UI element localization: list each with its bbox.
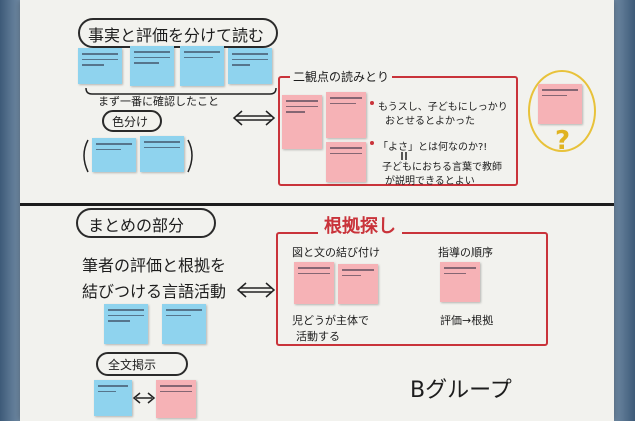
bottom-box-title: 根拠探し <box>318 212 402 238</box>
note-child-led-line1: 児どうが主体で <box>292 314 369 327</box>
sticky-note <box>326 92 366 138</box>
section-divider <box>20 203 614 206</box>
sub-heading-order: 指導の順序 <box>438 246 493 259</box>
yellow-highlight-circle <box>528 70 596 152</box>
sub-heading-figure-text: 図と文の結び付け <box>292 246 380 259</box>
sticky-note <box>78 48 122 84</box>
sticky-note <box>338 264 378 304</box>
note-child-led-line2: 活動する <box>296 330 340 343</box>
bottom-red-box <box>276 232 548 346</box>
top-title: 事実と評価を分けて読む <box>88 26 265 45</box>
sticky-note <box>538 84 582 124</box>
note-eval-to-evidence: 評価→根拠 <box>440 314 494 327</box>
sticky-note <box>180 46 224 86</box>
check-note: まず一番に確認したこと <box>98 95 219 108</box>
sticky-note <box>92 138 136 172</box>
sticky-note <box>326 142 366 182</box>
top-title-cloud <box>78 18 278 48</box>
bottom-title: まとめの部分 <box>88 216 185 235</box>
activity-line2: 結びつける言語活動 <box>82 282 227 301</box>
activity-line1: 筆者の評価と根拠を <box>82 256 227 275</box>
point2-line1: 「よさ」とは何なのか?! <box>378 142 488 153</box>
point1-line2: おとせるとよかった <box>385 116 475 127</box>
point2-line3: が説明できるとよい <box>385 176 475 187</box>
point1-line1: もうスし、子どもにしっかり <box>378 102 508 113</box>
color-label: 色分け <box>112 115 149 129</box>
fulltext-cloud <box>96 352 188 376</box>
bottom-title-cloud <box>76 208 216 238</box>
sticky-note <box>294 262 334 304</box>
fulltext-label: 全文掲示 <box>108 358 157 372</box>
question-mark: ? <box>555 126 571 156</box>
sticky-note <box>130 46 174 86</box>
sticky-note <box>228 48 272 84</box>
point2-line2: 子どもにおちる言葉で教師 <box>382 162 502 173</box>
sticky-note <box>162 304 206 344</box>
sticky-note <box>94 380 132 416</box>
top-box-title: 二観点の読みとり <box>290 68 393 85</box>
group-label: Bグループ <box>410 378 512 403</box>
color-label-cloud <box>102 110 162 132</box>
sticky-note <box>140 136 184 172</box>
sticky-note <box>440 262 480 302</box>
sticky-note <box>156 380 196 418</box>
top-red-box <box>278 76 518 186</box>
sticky-note <box>104 304 148 344</box>
sticky-note <box>282 95 322 149</box>
